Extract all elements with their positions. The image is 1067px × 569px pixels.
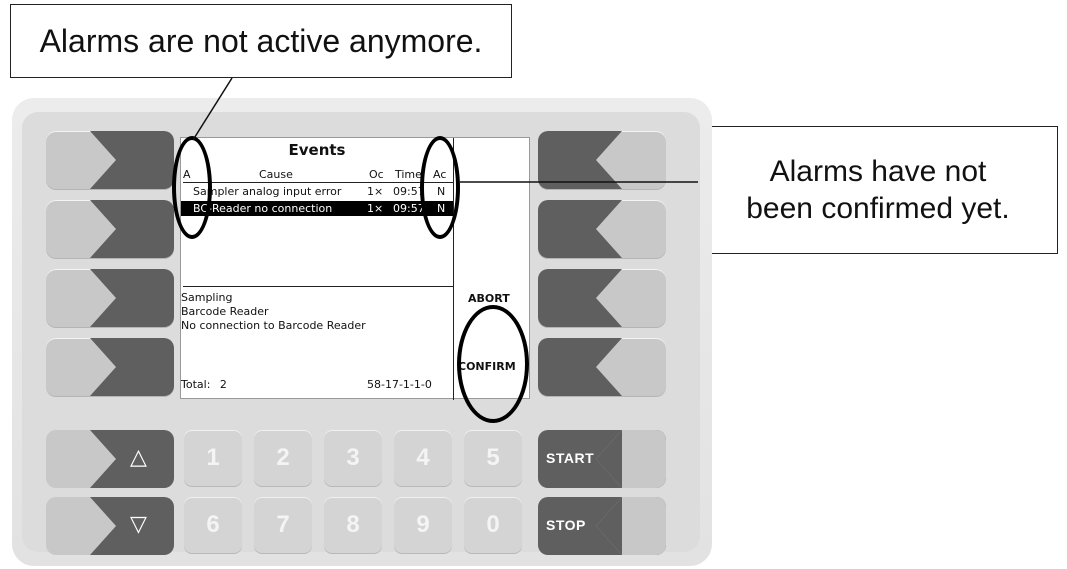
annotation-alarms-unconfirmed: Alarms have not been confirmed yet. [698,126,1058,254]
event-occurrences: 1× [367,202,384,215]
annotation-text: Alarms are not active anymore. [39,22,483,59]
digit-key-2[interactable]: 2 [254,430,312,486]
digit-key-7[interactable]: 7 [254,497,312,553]
detail-device: Barcode Reader [181,305,269,318]
column-header-occurrence: Oc [369,168,384,181]
right-softkey-confirm[interactable] [538,338,666,396]
total-count: Total: 2 [181,378,227,391]
total-value: 2 [219,378,227,391]
digit-key-3[interactable]: 3 [324,430,382,486]
detail-message: No connection to Barcode Reader [181,319,366,332]
event-cause: BC-Reader no connection [193,202,333,215]
screen-title: Events [288,141,346,159]
event-time: 09:57 [393,202,425,215]
left-softkey-4[interactable] [46,338,174,396]
event-row-selected[interactable]: BC-Reader no connection 1× 09:57 N [181,201,453,216]
annotation-ellipse-ack-column [420,136,460,239]
start-button[interactable]: START [538,430,666,488]
annotation-text-line2: been confirmed yet. [746,192,1010,225]
digit-key-0[interactable]: 0 [464,497,522,553]
digit-key-5[interactable]: 5 [464,430,522,486]
annotation-text-line1: Alarms have not [769,154,987,188]
detail-rule [183,286,453,287]
left-softkey-3[interactable] [46,269,174,327]
triangle-down-icon: ▽ [130,511,147,536]
annotation-alarms-inactive: Alarms are not active anymore. [10,4,512,78]
up-arrow-key[interactable]: △ [46,430,174,488]
start-label: START [546,450,595,466]
event-code: 58-17-1-1-0 [367,378,432,391]
triangle-up-icon: △ [130,444,147,469]
digit-key-6[interactable]: 6 [184,497,242,553]
stop-button[interactable]: STOP [538,497,666,555]
left-softkey-1[interactable] [46,131,174,189]
digit-key-8[interactable]: 8 [324,497,382,553]
stop-label: STOP [546,517,586,533]
annotation-ellipse-active-column [172,136,212,239]
digit-key-4[interactable]: 4 [394,430,452,486]
digit-key-9[interactable]: 9 [394,497,452,553]
header-rule [183,182,453,183]
detail-category: Sampling [181,291,233,304]
column-header-cause: Cause [259,168,293,181]
event-row[interactable]: Sampler analog input error 1× 09:57 N [181,184,453,199]
down-arrow-key[interactable]: ▽ [46,497,174,555]
right-softkey-abort[interactable] [538,269,666,327]
event-cause: Sampler analog input error [193,185,342,198]
left-softkey-2[interactable] [46,200,174,258]
softkey-divider [453,138,454,400]
event-occurrences: 1× [367,185,384,198]
column-header-time: Time [395,168,422,181]
right-softkey-2[interactable] [538,200,666,258]
total-label: Total: [181,378,211,391]
event-time: 09:57 [393,185,425,198]
annotation-ellipse-confirm [457,305,529,423]
digit-key-1[interactable]: 1 [184,430,242,486]
abort-softkey-label[interactable]: ABORT [468,292,510,305]
right-softkey-1[interactable] [538,131,666,189]
